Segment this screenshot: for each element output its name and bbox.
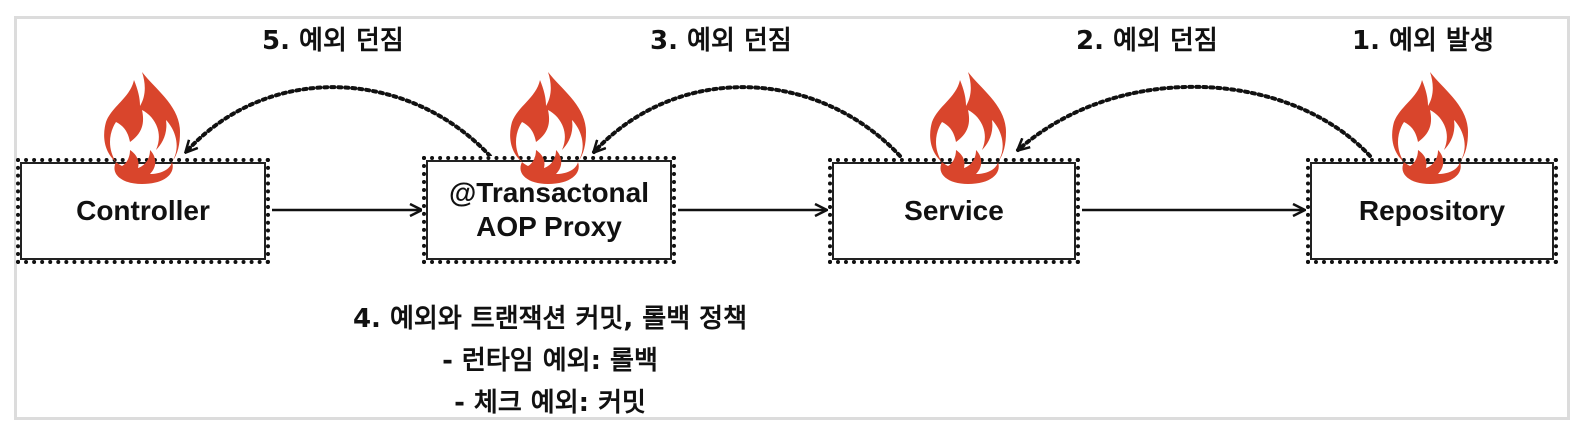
step-3-label: 3. 예외 던짐 (650, 26, 792, 56)
step-5-label: 5. 예외 던짐 (262, 26, 404, 56)
flame-icon (920, 70, 1016, 186)
rollback-policy-note: 4. 예외와 트랜잭션 커밋, 롤백 정책 - 런타임 예외: 롤백 - 체크 … (300, 298, 800, 424)
throw-arc-repository-service (1018, 84, 1372, 158)
policy-title: 4. 예외와 트랜잭션 커밋, 롤백 정책 (352, 304, 748, 334)
policy-checked: - 체크 예외: 커밋 (454, 388, 646, 418)
throw-arc-service-proxy (594, 85, 902, 158)
controller-node: Controller (16, 158, 270, 264)
flame-icon (1382, 70, 1478, 186)
flame-icon (94, 70, 190, 186)
step-1-label: 1. 예외 발생 (1352, 26, 1494, 56)
throw-arc-proxy-controller (186, 85, 492, 158)
step-2-label: 2. 예외 던짐 (1076, 26, 1218, 56)
proxy-label-line2: AOP Proxy (476, 211, 622, 242)
policy-runtime: - 런타임 예외: 롤백 (442, 346, 658, 376)
service-label: Service (904, 195, 1004, 226)
controller-label: Controller (76, 195, 210, 226)
flame-icon (500, 70, 596, 186)
repository-label: Repository (1358, 195, 1506, 226)
